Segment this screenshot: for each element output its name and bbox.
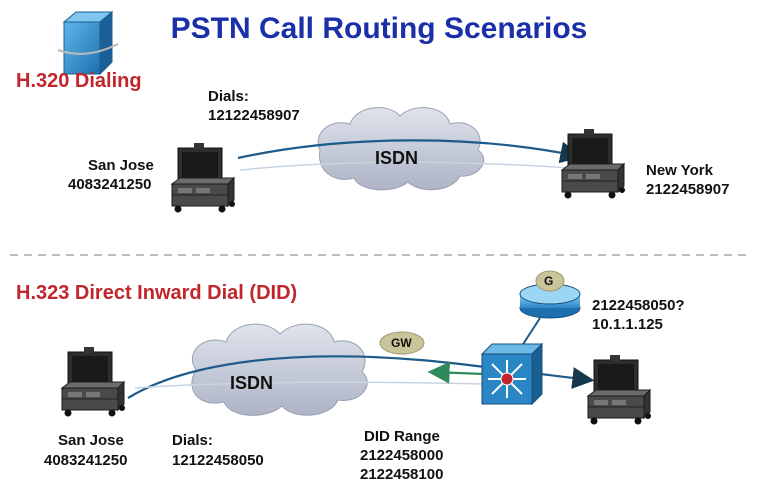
isdn-label-1: ISDN	[375, 148, 419, 168]
gateway-switch-icon	[480, 342, 544, 406]
query-number: 2122458050?	[592, 297, 685, 314]
query-ip: 10.1.1.125	[592, 316, 663, 333]
new-york-city: New York	[646, 162, 713, 179]
gw-label: GW	[391, 336, 412, 350]
did-terminal	[587, 354, 652, 425]
gatekeeper-label: G	[544, 274, 554, 288]
did-range-start: 2122458000	[360, 447, 444, 464]
dials-label-1: Dials:	[208, 88, 249, 105]
gateway-return-arrow	[427, 361, 485, 384]
return-line-1	[239, 161, 571, 171]
dials-number-1: 12122458907	[208, 107, 300, 124]
san-jose-number-1: 4083241250	[68, 176, 152, 193]
isdn-cloud-1	[317, 107, 485, 191]
san-jose-number-2: 4083241250	[44, 452, 128, 469]
san-jose-terminal-2	[61, 346, 126, 417]
isdn-label-2: ISDN	[230, 373, 274, 393]
isdn-cloud-2	[191, 323, 368, 416]
san-jose-city-1: San Jose	[88, 157, 154, 174]
new-york-terminal	[561, 128, 626, 199]
gw-oval	[379, 331, 425, 355]
dials-number-2: 12122458050	[172, 452, 264, 469]
san-jose-city-2: San Jose	[58, 432, 124, 449]
call-path-1	[237, 139, 583, 164]
h320-box-icon	[57, 10, 119, 76]
gatekeeper-router-icon	[519, 270, 581, 319]
page-title: PSTN Call Routing Scenarios	[170, 12, 588, 45]
san-jose-terminal-1	[171, 142, 236, 213]
h323-heading: H.323 Direct Inward Dial (DID)	[16, 282, 298, 304]
did-range-label: DID Range	[364, 428, 440, 445]
new-york-number: 2122458907	[646, 181, 730, 198]
did-range-end: 2122458100	[360, 466, 444, 483]
dials-label-2: Dials:	[172, 432, 213, 449]
h320-heading: H.320 Dialing	[16, 70, 142, 92]
